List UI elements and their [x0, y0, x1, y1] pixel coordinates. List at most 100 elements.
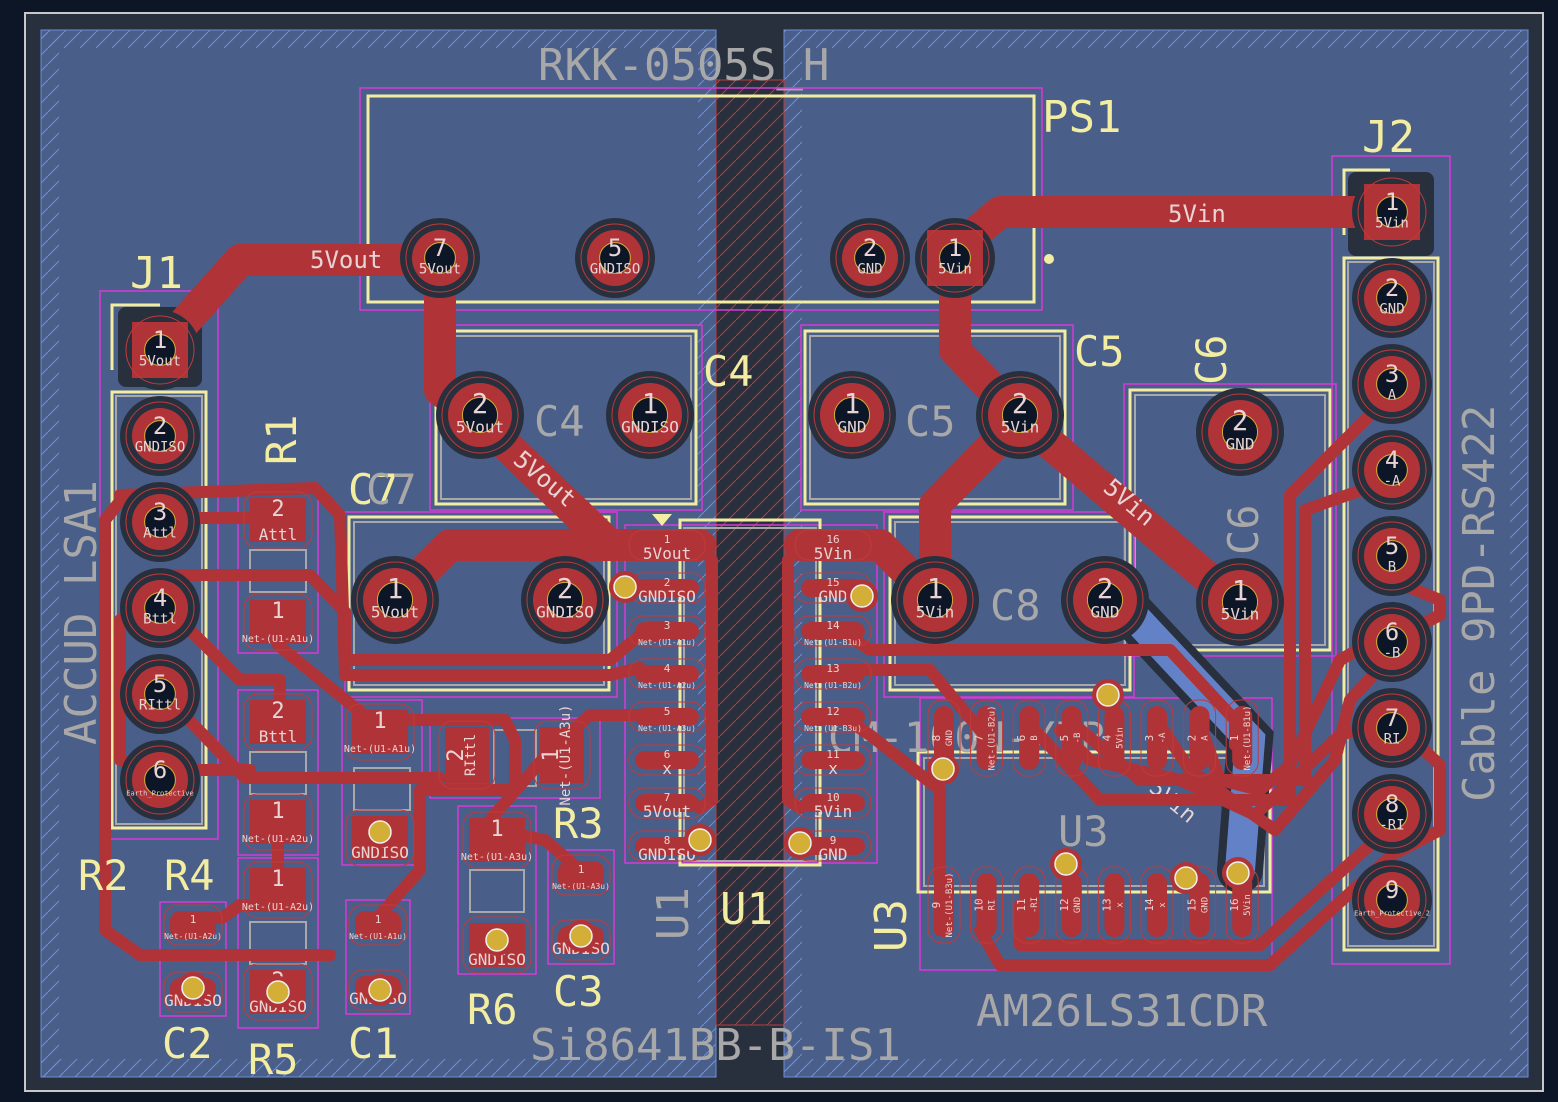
- via[interactable]: [609, 571, 641, 603]
- c6-ref: C6: [1187, 334, 1236, 385]
- u3-pad-11[interactable]: 11-RI: [1012, 866, 1046, 944]
- u3-pad-5[interactable]: 5-B: [1055, 699, 1089, 777]
- j2-pad-8[interactable]: 8-RI: [1352, 774, 1432, 854]
- via[interactable]: [684, 824, 716, 856]
- j2-pad-5[interactable]: 5B: [1352, 516, 1432, 596]
- via[interactable]: [364, 816, 396, 848]
- via[interactable]: [177, 972, 209, 1004]
- pad-label: Net-(U1-A2u): [242, 834, 314, 845]
- j2-pad-7[interactable]: 7RI: [1352, 688, 1432, 768]
- pad-label: 5Vout: [643, 544, 691, 563]
- j2-pad-6[interactable]: 6-B: [1352, 602, 1432, 682]
- u1-pad-6[interactable]: 6x: [628, 744, 706, 778]
- via[interactable]: [565, 920, 597, 952]
- via[interactable]: [481, 924, 513, 956]
- via[interactable]: [1092, 679, 1124, 711]
- via[interactable]: [1170, 862, 1202, 894]
- footprint-c7[interactable]: C7 C7: [344, 465, 618, 698]
- j2-pad-4[interactable]: 4-A: [1352, 430, 1432, 510]
- pad-label: 5Vout: [456, 418, 504, 437]
- footprint-ps1[interactable]: RKK-0505S_H PS1: [359, 40, 1121, 311]
- via[interactable]: [1222, 857, 1254, 889]
- c7-fab: C7: [366, 465, 417, 514]
- u3-pad-3[interactable]: 3-A: [1140, 699, 1174, 777]
- via[interactable]: [1050, 848, 1082, 880]
- pad-label: 5Vout: [643, 802, 691, 821]
- via[interactable]: [364, 974, 396, 1006]
- footprint-u1[interactable]: U1 U1 Si8641BB-B-IS1: [530, 514, 901, 1071]
- via[interactable]: [784, 827, 816, 859]
- pad-label: 5Vin: [814, 802, 853, 821]
- footprint-c5[interactable]: C5 C5: [800, 324, 1125, 511]
- j2-pad-3[interactable]: 3A: [1352, 344, 1432, 424]
- pad-label: 13: [1100, 898, 1113, 911]
- via[interactable]: [262, 976, 294, 1008]
- pad-label: -B: [1073, 733, 1083, 744]
- u1-pad-11[interactable]: 11x: [794, 744, 872, 778]
- footprint-c4[interactable]: C4 C4: [429, 324, 754, 511]
- via[interactable]: [927, 753, 959, 785]
- pad-label: Net-(U1-B2u): [804, 681, 862, 690]
- via[interactable]: [846, 580, 878, 612]
- pad-label: 3: [153, 498, 167, 526]
